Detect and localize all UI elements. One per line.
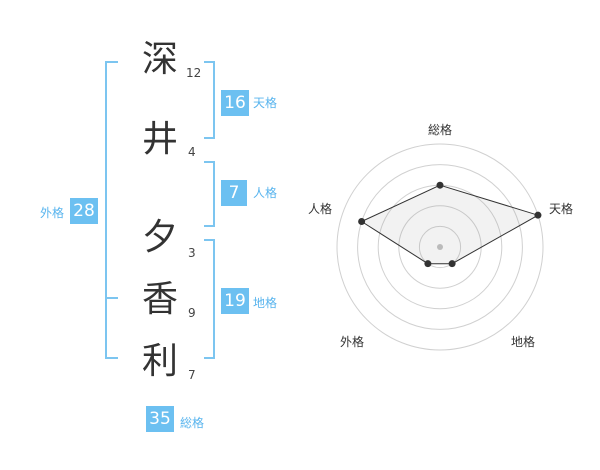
jinkaku-value-box: 7 [221, 180, 247, 206]
stroke-count-5: 7 [188, 368, 196, 382]
gaikaku-bracket [105, 61, 118, 359]
stroke-count-2: 4 [188, 145, 196, 159]
chikaku-bracket [204, 239, 215, 359]
name-char-5: 利 [141, 341, 178, 382]
radar-ring-1 [418, 225, 462, 269]
tenkaku-bracket [204, 61, 215, 139]
jinkaku-bracket [204, 161, 215, 227]
radar-point-1 [436, 181, 444, 189]
stroke-count-3: 3 [188, 246, 196, 260]
name-char-4: 香 [141, 279, 178, 320]
radar-chart [336, 143, 544, 351]
radar-label-gaikaku: 外格 [340, 335, 365, 349]
radar-ring-4 [357, 164, 523, 330]
stroke-count-1: 12 [186, 66, 202, 80]
radar-polygon [360, 184, 540, 265]
radar-point-2 [534, 211, 542, 219]
gaikaku-value-box: 28 [70, 198, 98, 224]
radar-label-tenkaku: 天格 [549, 202, 574, 216]
radar-center-dot [437, 244, 443, 250]
radar-label-soukaku: 総格 [428, 123, 453, 137]
soukaku-value-box: 35 [146, 406, 174, 432]
radar-label-jinkaku: 人格 [308, 202, 333, 216]
brackets [105, 61, 215, 359]
tenkaku-value-box: 16 [221, 90, 249, 116]
chikaku-value-box: 19 [221, 288, 249, 314]
name-char-1: 深 [141, 39, 178, 80]
gaikaku-label: 外格 [40, 206, 65, 220]
radar-point-4 [424, 260, 432, 268]
radar-label-chikaku: 地格 [511, 335, 536, 349]
soukaku-label: 総格 [180, 416, 205, 430]
stroke-count-4: 9 [188, 306, 196, 320]
name-char-2: 井 [141, 119, 178, 160]
radar-point-3 [448, 260, 456, 268]
jinkaku-label: 人格 [253, 186, 278, 200]
tenkaku-label: 天格 [253, 96, 278, 110]
chikaku-label: 地格 [253, 296, 278, 310]
radar-point-5 [358, 218, 366, 226]
name-char-3: 夕 [141, 217, 178, 258]
radar-ring-5 [336, 143, 544, 351]
